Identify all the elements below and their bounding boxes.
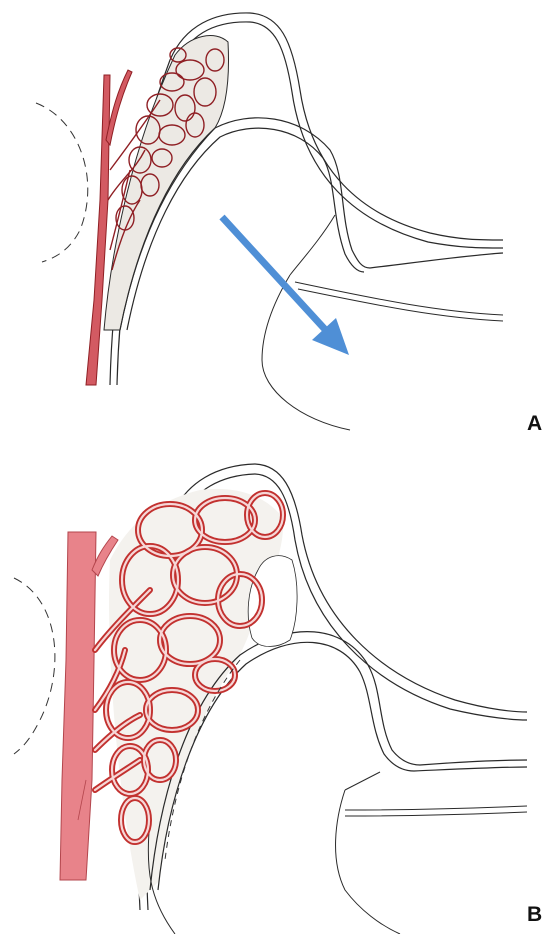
dashed-structure-b [14, 578, 55, 754]
panel-a-illustration [0, 0, 553, 460]
panel-b-illustration [0, 460, 553, 934]
panel-label-a: A [527, 412, 542, 436]
panel-label-b: B [527, 903, 542, 927]
panel-a: A [0, 0, 553, 460]
dashed-structure-a [36, 103, 88, 262]
lower-structure-b [148, 772, 527, 934]
direction-arrow [222, 217, 349, 355]
panel-b: B [0, 460, 553, 934]
